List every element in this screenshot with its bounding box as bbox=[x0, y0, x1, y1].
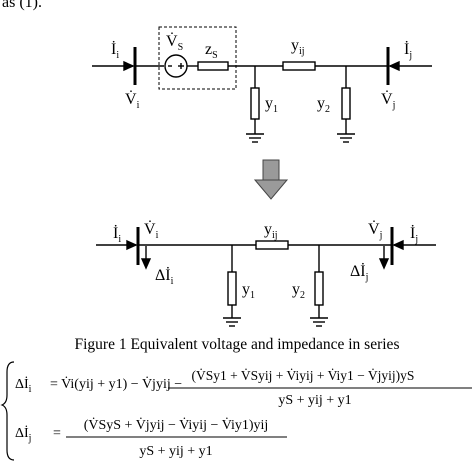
arrow-i-head bbox=[123, 60, 135, 72]
eq1-lhs: Δİi bbox=[15, 376, 32, 395]
shunt-y2 bbox=[341, 87, 351, 120]
label-yij-bottom: yij bbox=[264, 221, 278, 241]
label-Vs-top: V̇S bbox=[166, 32, 183, 53]
bottom-labels: İi V̇i Δİi yij y1 y2 V̇j İj Δİj bbox=[113, 220, 418, 301]
shunt-y1 bbox=[250, 87, 260, 120]
equation-brace bbox=[0, 361, 15, 461]
equivalent-box bbox=[158, 26, 237, 90]
delta-arrow-j-head bbox=[378, 258, 390, 270]
arrow-j-head bbox=[388, 60, 400, 72]
label-Vj-top: V̇j bbox=[381, 90, 395, 111]
shunt-y1-bottom bbox=[227, 271, 237, 306]
label-dIi-bottom: Δİi bbox=[155, 266, 174, 287]
label-y2-top: y2 bbox=[317, 95, 330, 115]
transform-arrow bbox=[253, 159, 289, 200]
label-Ii-top: İi bbox=[111, 40, 119, 61]
label-Vi-top: V̇i bbox=[125, 90, 140, 111]
eq2-equals: = bbox=[53, 426, 61, 441]
label-y1-bottom: y1 bbox=[242, 281, 255, 301]
eq1-denominator: yS + yij + y1 bbox=[278, 393, 351, 408]
label-y1-top: y1 bbox=[265, 95, 278, 115]
top-diagram bbox=[92, 26, 432, 143]
label-Vi-bottom: V̇i bbox=[144, 220, 159, 241]
arrow-j-head-bottom bbox=[392, 239, 404, 251]
label-Vj-bottom: V̇j bbox=[368, 220, 382, 241]
eq2-lhs: Δİj bbox=[15, 425, 31, 444]
label-Ij-bottom: İj bbox=[410, 224, 418, 245]
label-Ij-top: İj bbox=[404, 40, 412, 61]
eq2-denominator: yS + yij + y1 bbox=[139, 444, 212, 459]
label-y2-bottom: y2 bbox=[292, 281, 305, 301]
label-zs-top: zS bbox=[205, 41, 218, 61]
text-fragment: as (1). bbox=[2, 0, 42, 11]
figure-caption: Figure 1 Equivalent voltage and impedanc… bbox=[74, 336, 400, 353]
label-yij-top: yij bbox=[291, 37, 305, 57]
delta-arrow-i-head bbox=[140, 258, 152, 270]
zs-impedance bbox=[197, 61, 229, 71]
shunt-y2-bottom bbox=[314, 271, 324, 306]
top-labels: İi V̇i V̇S zS yij y1 y2 İj V̇j bbox=[111, 32, 412, 115]
label-Ii-bottom: İi bbox=[113, 224, 121, 245]
equations: Δİi = V̇i(yij + y1) − V̇jyij − (V̇Sy1 + … bbox=[0, 361, 472, 461]
eq2-numerator: (V̇SyS + V̇jyij − V̇iyij − V̇iy1)yij bbox=[84, 416, 269, 433]
eq1-numerator: (V̇Sy1 + V̇Syij + V̇iyij + V̇iy1 − V̇jyi… bbox=[192, 368, 415, 383]
yij-impedance-bottom bbox=[255, 240, 289, 250]
eq1-mid: = V̇i(yij + y1) − V̇jyij − bbox=[50, 375, 182, 392]
yij-impedance-top bbox=[282, 61, 316, 71]
bottom-diagram bbox=[96, 227, 436, 327]
arrow-i-head-bottom bbox=[126, 239, 138, 251]
label-dIj-bottom: Δİj bbox=[350, 262, 368, 283]
